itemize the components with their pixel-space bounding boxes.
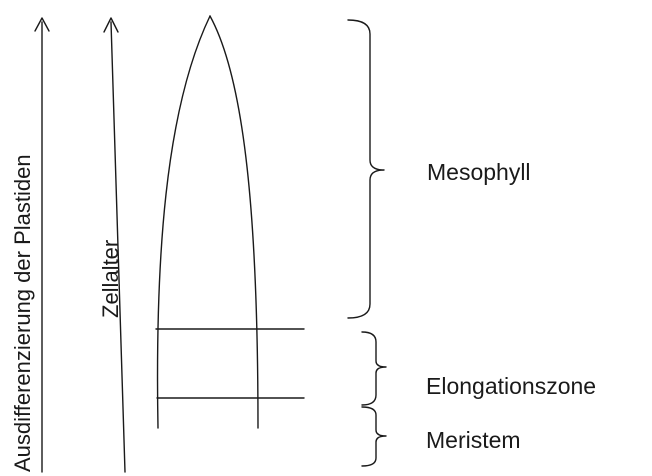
elongation-zone-label: Elongationszone [426,373,596,399]
plastid-axis-arrowhead [34,17,50,32]
leaf-right-edge [209,15,259,429]
cell-age-axis-label: Zellalter [98,240,123,318]
leaf-left-edge [156,15,211,429]
cell-age-axis: Zellalter [98,17,126,473]
mesophyll-label: Mesophyll [427,159,531,185]
meristem-brace [361,406,387,467]
elongation-brace [361,331,387,406]
mesophyll-brace [347,19,385,319]
zone-braces [347,19,387,467]
plastid-axis-label: Ausdifferenzierung der Plastiden [10,154,35,472]
meristem-label: Meristem [426,427,521,453]
cell-age-axis-line [110,21,126,473]
plastid-differentiation-axis: Ausdifferenzierung der Plastiden [10,17,50,473]
leaf-outline [155,15,305,429]
cell-age-axis-arrowhead [103,17,119,33]
